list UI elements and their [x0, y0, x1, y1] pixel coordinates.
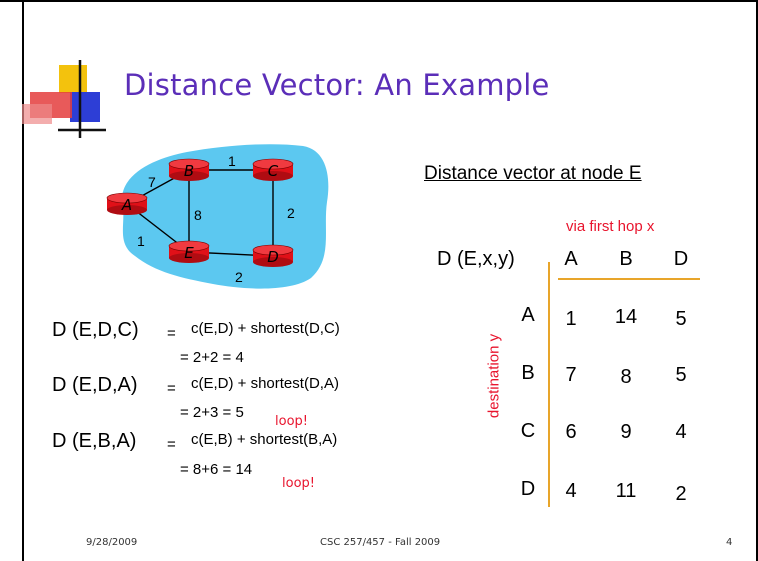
formula-3-eq: = [167, 436, 176, 453]
footer-course: CSC 257/457 - Fall 2009 [320, 537, 441, 548]
loop-note-1: loop! [275, 414, 308, 429]
formula-1-rhs: c(E,D) + shortest(D,C) [191, 320, 340, 337]
cell-C-A: 6 [565, 421, 577, 443]
edge-cost-C-D: 2 [287, 205, 295, 221]
cell-C-D: 4 [675, 421, 687, 443]
router-B [168, 158, 210, 181]
formula-2-eq: = [167, 380, 176, 397]
cell-D-A: 4 [565, 480, 577, 502]
edge-cost-B-C: 1 [228, 153, 236, 169]
destination-y-label: destination y [485, 333, 503, 419]
col-header-D: D [673, 248, 689, 270]
formula-2-rhs: c(E,D) + shortest(D,A) [191, 375, 339, 392]
router-E [168, 240, 210, 263]
formula-3-result: = 8+6 = 14 [180, 461, 253, 478]
frame-right-border [756, 0, 758, 561]
router-C [252, 158, 294, 181]
formula-2-result: = 2+3 = 5 [180, 404, 244, 421]
cell-B-D: 5 [675, 364, 687, 386]
edge-cost-A-E: 1 [137, 233, 145, 249]
cell-B-B: 8 [620, 366, 632, 388]
cell-A-A: 1 [565, 308, 577, 330]
network-cloud [121, 144, 329, 289]
node-label-A: A [121, 196, 132, 214]
formula-3-rhs: c(E,B) + shortest(B,A) [191, 431, 338, 448]
frame-top-border [0, 0, 756, 2]
router-D [252, 244, 294, 267]
formula-2-lhs: D (E,D,A) [52, 374, 138, 396]
node-label-C: C [268, 162, 279, 180]
node-label-B: B [184, 162, 194, 180]
col-header-A: A [564, 248, 578, 270]
slide-title: Distance Vector: An Example [124, 68, 550, 102]
network-diagram: B C A E D 7 1 8 2 1 2 [106, 144, 329, 289]
cell-A-D: 5 [675, 308, 687, 330]
dv-heading: Distance vector at node E [424, 163, 642, 184]
node-label-E: E [184, 244, 194, 262]
formula-1-eq: = [167, 325, 176, 342]
formula-1-lhs: D (E,D,C) [52, 319, 139, 341]
row-dest-B: B [521, 362, 535, 384]
edge-cost-E-D: 2 [235, 269, 243, 285]
footer-page-number: 4 [726, 537, 733, 548]
formula-3-lhs: D (E,B,A) [52, 430, 137, 452]
cell-D-D: 2 [675, 483, 687, 505]
table-label: D (E,x,y) [437, 248, 515, 270]
table-horizontal-rule [558, 278, 700, 280]
cell-B-A: 7 [565, 364, 577, 386]
loop-note-2: loop! [282, 476, 315, 491]
footer-date: 9/28/2009 [86, 537, 138, 548]
via-first-hop-label: via first hop x [566, 218, 655, 235]
row-dest-C: C [520, 420, 536, 442]
row-dest-D: D [520, 478, 536, 500]
frame-left-border [22, 0, 24, 561]
decorative-logo [22, 60, 106, 138]
row-dest-A: A [521, 304, 535, 326]
cell-C-B: 9 [620, 421, 632, 443]
col-header-B: B [619, 248, 633, 270]
edge-cost-B-E: 8 [194, 207, 202, 223]
formula-1-result: = 2+2 = 4 [180, 349, 244, 366]
node-label-D: D [267, 248, 279, 266]
cell-A-B: 14 [614, 306, 638, 328]
edge-cost-A-B: 7 [148, 174, 156, 190]
destination-label-wrap: destination y [484, 304, 504, 449]
table-vertical-rule [548, 262, 550, 507]
cell-D-B: 11 [615, 480, 637, 502]
router-A [106, 192, 148, 215]
